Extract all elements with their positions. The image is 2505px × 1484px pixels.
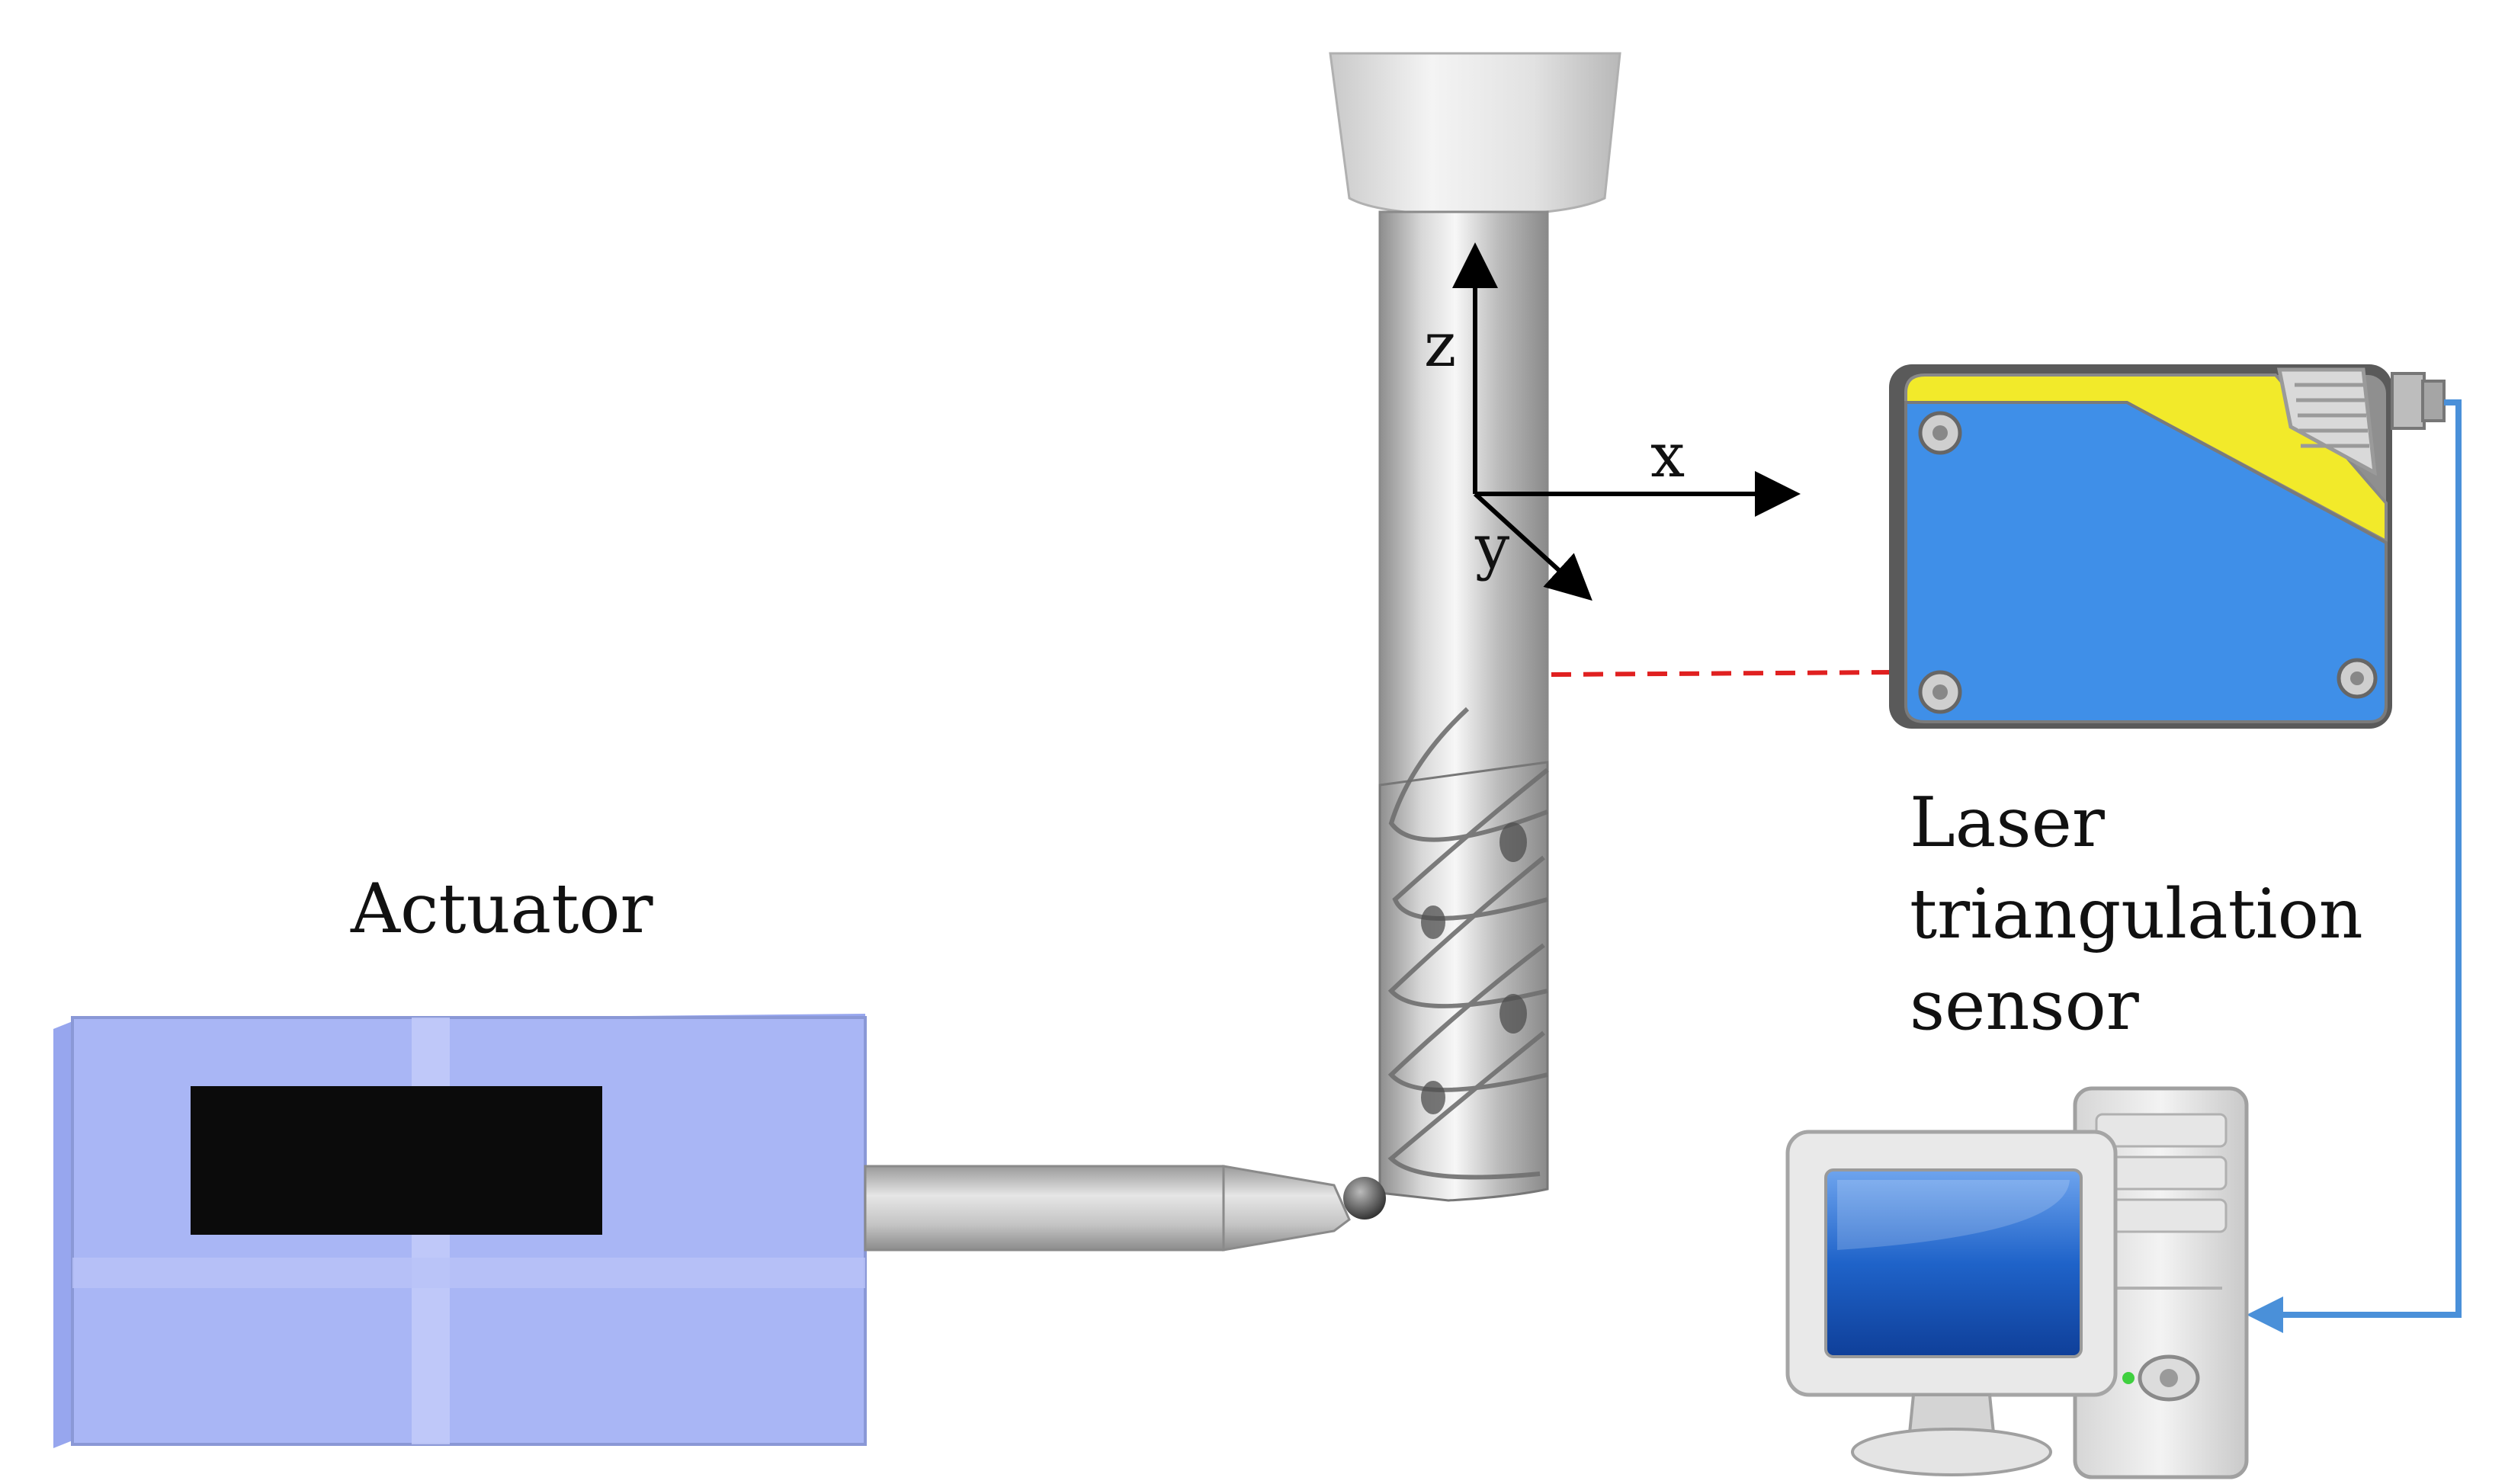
coordinate-axes: z x y <box>1424 242 1801 601</box>
computer <box>1785 1086 2249 1479</box>
z-axis-label: z <box>1424 309 1456 380</box>
y-axis-arrow <box>1473 492 1592 601</box>
sensor-label-line-1: Laser <box>1910 783 2105 863</box>
milling-tool <box>1378 210 1549 1202</box>
data-cable <box>2247 399 2462 1333</box>
y-axis-label: y <box>1474 511 1509 582</box>
actuator-label: Actuator <box>351 869 653 949</box>
laser-sensor <box>1889 364 2446 729</box>
actuator <box>53 1014 1386 1448</box>
actuator-window <box>191 1086 602 1235</box>
tool-holder <box>1329 52 1621 216</box>
sensor-label-line-2: triangulation <box>1910 874 2363 954</box>
sensor-label-line-3: sensor <box>1910 966 2139 1046</box>
probe-tip-ball <box>1343 1177 1386 1220</box>
x-axis-label: x <box>1650 420 1685 491</box>
laser-beam <box>1551 670 1891 677</box>
